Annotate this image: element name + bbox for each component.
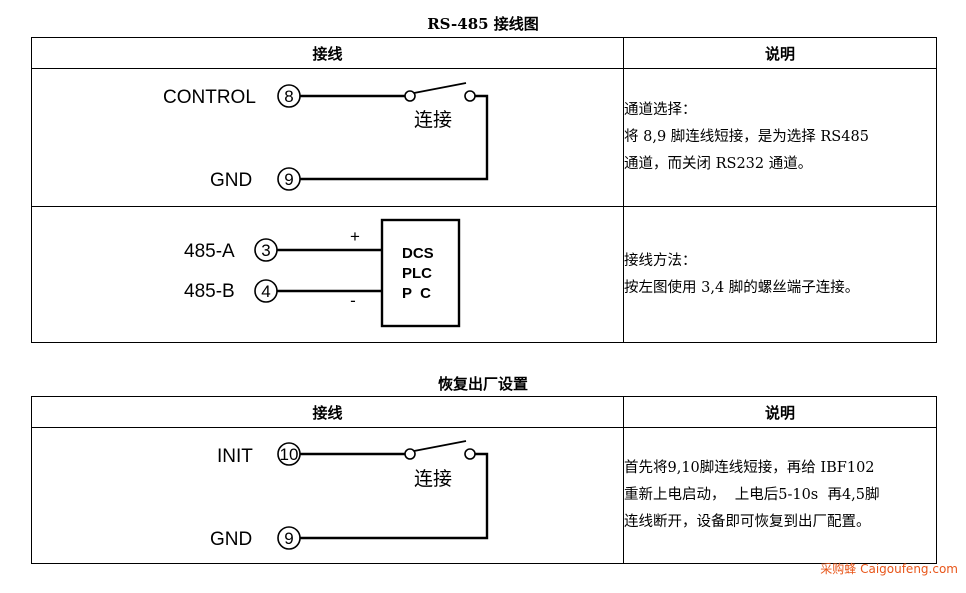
desc-line: 将 8,9 脚连线短接，是为选择 RS485 (624, 129, 869, 145)
channel-select-description: 通道选择： 将 8,9 脚连线短接，是为选择 RS485 通道，而关闭 RS23… (623, 68, 937, 207)
desc-line: 按左图使用 3,4 脚的螺丝端子连接。 (624, 279, 860, 296)
rs485-ab-diagram-cell: 485-A 3 + 485-B 4 - DCS PLC P C (31, 206, 624, 343)
desc-line: 重新上电启动， 上电后5-10s 再4,5脚 (624, 487, 880, 503)
box-line-pc: P C (402, 285, 431, 302)
pin-9-circle (277, 167, 301, 191)
rs485-wiring-table: 接线 说明 CONTROL 8 连接 GND 9 通道选择： 将 8,9 脚连线… (31, 37, 937, 343)
wiring-method-description: 接线方法： 按左图使用 3,4 脚的螺丝端子连接。 (623, 206, 937, 343)
header-description: 说明 (623, 396, 937, 428)
control-gnd-diagram-cell: CONTROL 8 连接 GND 9 (31, 68, 624, 207)
485a-label: 485-A (184, 241, 235, 262)
switch-contact-right (464, 90, 476, 102)
pin-8-number: 8 (284, 87, 293, 106)
section-title-factory-reset: 恢复出厂设置 (437, 375, 528, 393)
minus-sign: - (350, 291, 356, 310)
switch-blade (413, 440, 467, 452)
control-label: CONTROL (163, 87, 256, 108)
gnd-return-wire (300, 452, 489, 540)
desc-line: 通道，而关闭 RS232 通道。 (624, 156, 813, 172)
plus-sign: + (350, 227, 360, 246)
desc-line: 首先将9,10脚连线短接，再给 IBF102 (624, 460, 875, 476)
switch-contact-left (404, 448, 416, 460)
box-line-dcs: DCS (402, 245, 434, 262)
desc-line: 通道选择： (624, 102, 697, 118)
gnd-label: GND (210, 170, 252, 191)
header-wiring: 接线 (31, 396, 624, 428)
dcs-plc-pc-box (380, 218, 461, 328)
init-gnd-switch-diagram: INIT 10 连接 GND 9 (210, 440, 489, 550)
init-gnd-diagram-cell: INIT 10 连接 GND 9 (31, 427, 624, 564)
485b-label: 485-B (184, 281, 235, 302)
switch-contact-right (464, 448, 476, 460)
control-gnd-switch-diagram: CONTROL 8 连接 GND 9 (163, 82, 489, 191)
desc-line: 接线方法： (624, 252, 697, 269)
rs485-ab-diagram: 485-A 3 + 485-B 4 - DCS PLC P C (184, 218, 461, 328)
pin-9-number: 9 (284, 529, 293, 548)
box-line-plc: PLC (402, 265, 432, 282)
switch-connect-label: 连接 (414, 109, 452, 131)
factory-reset-description: 首先将9,10脚连线短接，再给 IBF102 重新上电启动， 上电后5-10s … (623, 427, 937, 564)
init-label: INIT (217, 446, 253, 467)
desc-line: 连线断开，设备即可恢复到出厂配置。 (624, 514, 871, 530)
pin-4-number: 4 (261, 282, 270, 301)
site-watermark: 采购蜂 Caigoufeng.com (820, 562, 958, 576)
switch-contact-left (404, 90, 416, 102)
switch-connect-label: 连接 (414, 468, 452, 490)
pin-10-number: 10 (280, 445, 299, 464)
switch-blade (413, 82, 467, 94)
header-description: 说明 (623, 37, 937, 69)
factory-reset-table: 接线 说明 INIT 10 连接 GND 9 首先将9,10脚连线短接，再给 I… (31, 396, 937, 564)
pin-3-number: 3 (261, 241, 270, 260)
pin-9-circle (277, 526, 301, 550)
pin-9-number: 9 (284, 170, 293, 189)
header-wiring: 接线 (31, 37, 624, 69)
section-title-rs485: RS-485 接线图 (427, 15, 539, 33)
gnd-label: GND (210, 529, 252, 550)
gnd-return-wire (300, 94, 489, 181)
